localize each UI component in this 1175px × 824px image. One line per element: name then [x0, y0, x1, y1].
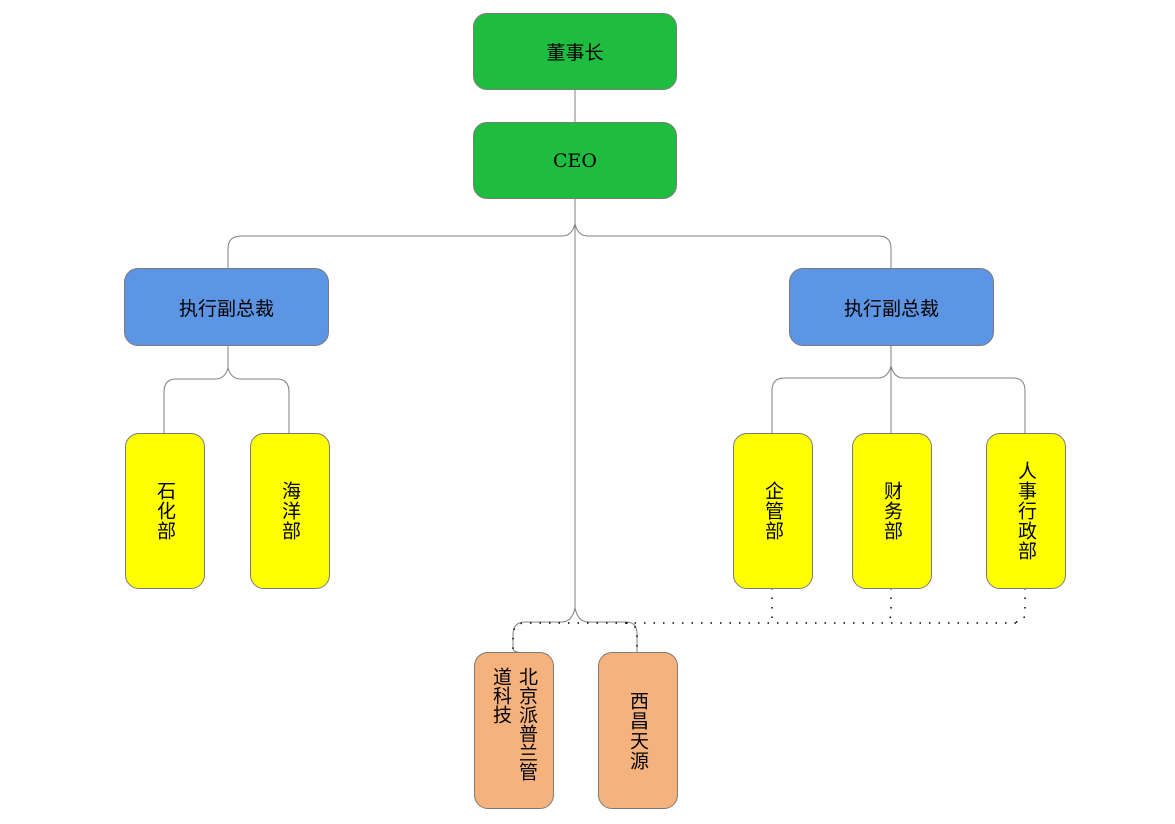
node-label: 北京派普兰管道科技 — [490, 666, 538, 781]
dotted-connector-hr — [1015, 588, 1026, 623]
node-label: 执行副总裁 — [178, 297, 274, 320]
node-petrochemical[interactable]: 石化部 — [125, 433, 205, 589]
connector-evp-left-petrochemical — [163, 367, 229, 433]
node-finance[interactable]: 财务部 — [852, 433, 932, 589]
connector-ceo-xichang — [574, 607, 638, 652]
connector-evp-right-enterprise — [771, 365, 892, 433]
connector-evp-right-hr — [890, 365, 1026, 433]
dotted-connector-finance — [883, 588, 892, 623]
node-label: 董事长 — [546, 42, 604, 64]
connector-ceo-evp-left — [227, 223, 576, 268]
node-label: 海洋部 — [279, 481, 301, 541]
connector-evp-left-marine — [227, 367, 290, 433]
connector-ceo-evp-right — [574, 223, 892, 268]
node-beijing-pipeline[interactable]: 北京派普兰管道科技 — [474, 652, 554, 809]
node-label: 财务部 — [881, 481, 903, 541]
node-hr-admin[interactable]: 人事行政部 — [986, 433, 1066, 589]
node-chairman[interactable]: 董事长 — [473, 13, 677, 90]
node-label: 执行副总裁 — [843, 297, 939, 320]
node-label: 石化部 — [154, 481, 176, 541]
node-ceo[interactable]: CEO — [473, 122, 677, 199]
node-enterprise-mgmt[interactable]: 企管部 — [733, 433, 813, 589]
node-evp-left[interactable]: 执行副总裁 — [124, 268, 329, 346]
connector-ceo-beijing — [512, 607, 576, 653]
node-label: 人事行政部 — [1015, 461, 1037, 561]
node-label: CEO — [553, 149, 597, 172]
dotted-connector-xichang — [625, 622, 638, 650]
node-label: 企管部 — [762, 481, 784, 541]
node-evp-right[interactable]: 执行副总裁 — [789, 268, 994, 346]
node-label: 西昌天源 — [627, 690, 649, 771]
node-xichang-tianyuan[interactable]: 西昌天源 — [598, 652, 678, 809]
dotted-connector-horizontal — [512, 622, 1016, 650]
node-marine[interactable]: 海洋部 — [250, 433, 330, 589]
